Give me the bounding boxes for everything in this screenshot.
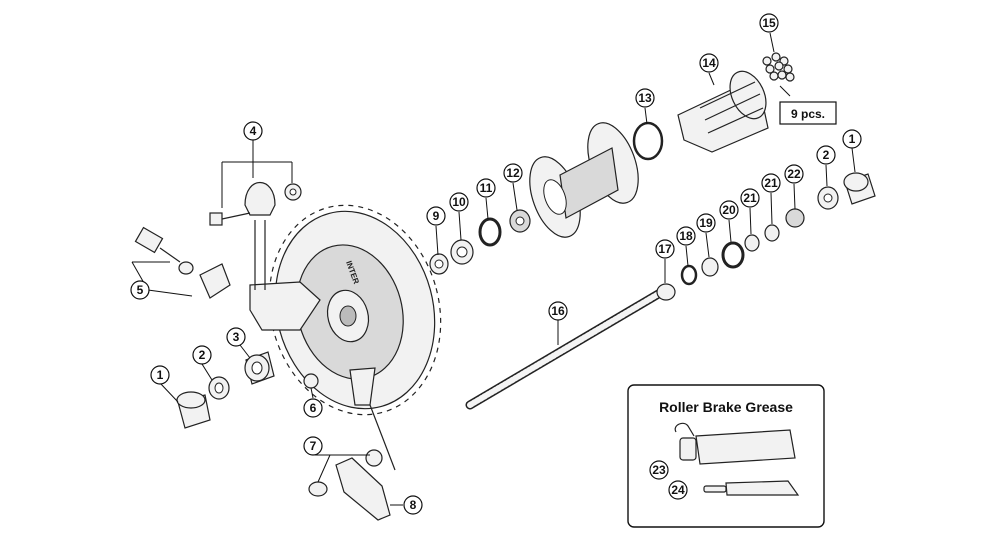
callout-14: 14 — [699, 53, 719, 73]
callout-24: 24 — [668, 480, 688, 500]
callout-21-b: 21 — [761, 173, 781, 193]
svg-text:7: 7 — [310, 439, 317, 453]
callout-20: 20 — [719, 200, 739, 220]
clamp-band — [209, 181, 302, 226]
callout-5: 5 — [130, 280, 150, 300]
clamp-bolt — [134, 226, 231, 299]
callout-2-right: 2 — [816, 145, 836, 165]
callout-6: 6 — [303, 398, 323, 418]
svg-text:5: 5 — [137, 283, 144, 297]
grease-inset-panel: Roller Brake Grease 23 24 — [627, 384, 825, 528]
stay-bracket — [308, 404, 396, 521]
svg-text:20: 20 — [722, 203, 736, 217]
callout-17: 17 — [655, 239, 675, 259]
callout-10: 10 — [449, 192, 469, 212]
svg-text:21: 21 — [743, 191, 757, 205]
callout-4: 4 — [243, 121, 263, 141]
svg-text:1: 1 — [157, 368, 164, 382]
svg-text:8: 8 — [410, 498, 417, 512]
callout-13: 13 — [635, 88, 655, 108]
left-hub-parts — [176, 351, 319, 429]
callout-1-left: 1 — [150, 365, 170, 385]
svg-text:9 pcs.: 9 pcs. — [791, 107, 825, 121]
svg-text:18: 18 — [679, 229, 693, 243]
svg-text:11: 11 — [480, 181, 493, 195]
callout-15: 15 — [759, 13, 779, 33]
svg-text:14: 14 — [702, 56, 716, 70]
grease-tube — [703, 480, 800, 496]
steel-balls — [762, 52, 795, 82]
callout-12: 12 — [503, 163, 523, 183]
o-ring — [632, 121, 664, 161]
callout-21-a: 21 — [740, 188, 760, 208]
inset-title: Roller Brake Grease — [659, 399, 793, 415]
callout-3: 3 — [226, 327, 246, 347]
svg-text:23: 23 — [652, 463, 666, 477]
callout-16: 16 — [548, 301, 568, 321]
hub-axle — [465, 288, 665, 410]
svg-text:17: 17 — [658, 242, 672, 256]
grease-bottle — [674, 422, 796, 465]
svg-text:4: 4 — [250, 124, 257, 138]
callout-11: 11 — [476, 178, 496, 198]
callout-19: 19 — [696, 213, 716, 233]
callout-2-left: 2 — [192, 345, 212, 365]
freehub-body — [677, 70, 769, 153]
callout-9: 9 — [426, 206, 446, 226]
hub-shell — [529, 122, 639, 238]
svg-text:12: 12 — [506, 166, 520, 180]
svg-text:19: 19 — [699, 216, 713, 230]
svg-text:6: 6 — [310, 401, 317, 415]
brake-arm — [249, 220, 376, 406]
svg-text:2: 2 — [823, 148, 830, 162]
quantity-note: 9 pcs. — [779, 101, 837, 125]
svg-text:1: 1 — [849, 132, 856, 146]
right-cone-bearing-parts — [656, 172, 876, 301]
callout-22: 22 — [784, 164, 804, 184]
svg-text:21: 21 — [764, 176, 778, 190]
svg-text:13: 13 — [638, 91, 652, 105]
svg-text:22: 22 — [787, 167, 801, 181]
callout-23: 23 — [649, 460, 669, 480]
callout-1-right: 1 — [842, 129, 862, 149]
svg-text:3: 3 — [233, 330, 240, 344]
callout-7: 7 — [303, 436, 323, 456]
svg-text:2: 2 — [199, 348, 206, 362]
svg-text:15: 15 — [762, 16, 776, 30]
callout-8: 8 — [403, 495, 423, 515]
left-cone-bearing-parts — [429, 209, 531, 275]
svg-text:9: 9 — [433, 209, 440, 223]
svg-text:24: 24 — [671, 483, 685, 497]
svg-text:16: 16 — [551, 304, 565, 318]
svg-text:10: 10 — [452, 195, 466, 209]
callout-18: 18 — [676, 226, 696, 246]
